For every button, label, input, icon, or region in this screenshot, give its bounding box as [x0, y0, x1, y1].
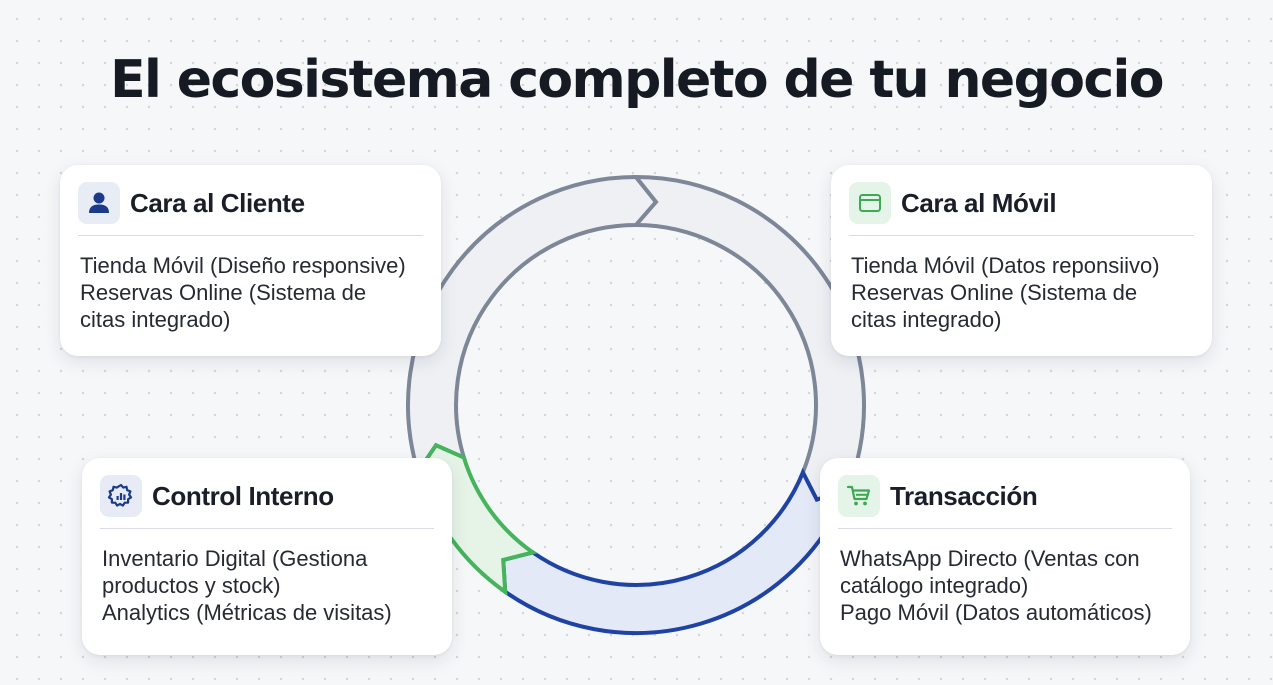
- divider: [78, 235, 423, 236]
- browser-window-icon: [849, 182, 891, 224]
- card-line: Reservas Online (Sistema de: [851, 280, 1138, 305]
- card-line: WhatsApp Directo (Ventas con: [840, 546, 1140, 571]
- card-header: Cara al Cliente: [78, 181, 423, 225]
- card-control-interno: Control Interno Inventario Digital (Gest…: [82, 458, 452, 655]
- card-header: Control Interno: [100, 474, 434, 518]
- card-line: Tienda Móvil (Datos reponsiivo): [851, 253, 1160, 278]
- card-line: Analytics (Métricas de visitas): [102, 600, 392, 625]
- card-title: Transacción: [890, 480, 1038, 511]
- shopping-cart-icon: [838, 475, 880, 517]
- card-title: Cara al Móvil: [901, 187, 1057, 218]
- divider: [838, 528, 1172, 529]
- divider: [100, 528, 434, 529]
- card-line: Pago Móvil (Datos automáticos): [840, 600, 1152, 625]
- cycle-segment-slate: [406, 174, 659, 477]
- card-body: Inventario Digital (Gestiona productos y…: [100, 545, 434, 626]
- card-cara-al-movil: Cara al Móvil Tienda Móvil (Datos repons…: [831, 165, 1212, 356]
- card-line: catálogo integrado): [840, 573, 1029, 598]
- card-line: citas integrado): [851, 307, 1002, 332]
- card-body: Tienda Móvil (Datos reponsiivo) Reservas…: [849, 252, 1194, 333]
- cycle-segment-blue: [501, 467, 851, 636]
- card-transaccion: Transacción WhatsApp Directo (Ventas con…: [820, 458, 1190, 655]
- gear-chart-icon: [100, 475, 142, 517]
- card-line: citas integrado): [80, 307, 231, 332]
- card-line: Tienda Móvil (Diseño responsive): [80, 253, 406, 278]
- card-title: Control Interno: [152, 480, 334, 511]
- card-title: Cara al Cliente: [130, 187, 305, 218]
- card-cara-al-cliente: Cara al Cliente Tienda Móvil (Diseño res…: [60, 165, 441, 356]
- divider: [849, 235, 1194, 236]
- card-line: Reservas Online (Sistema de: [80, 280, 367, 305]
- card-header: Transacción: [838, 474, 1172, 518]
- card-line: productos y stock): [102, 573, 281, 598]
- card-body: Tienda Móvil (Diseño responsive) Reserva…: [78, 252, 423, 333]
- page-title: El ecosistema completo de tu negocio: [110, 50, 1164, 110]
- card-body: WhatsApp Directo (Ventas con catálogo in…: [838, 545, 1172, 626]
- cycle-segment-slate: [631, 174, 866, 502]
- card-header: Cara al Móvil: [849, 181, 1194, 225]
- user-icon: [78, 182, 120, 224]
- card-line: Inventario Digital (Gestiona: [102, 546, 368, 571]
